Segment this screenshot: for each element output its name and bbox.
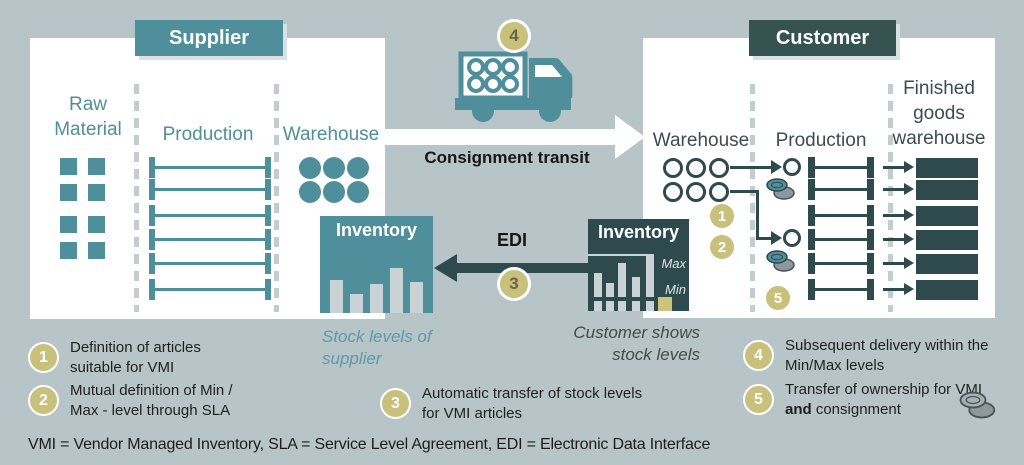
supplier-inventory-title: Inventory [335,220,418,240]
coins-icon [959,391,996,419]
consignment-arrow-head [615,115,645,159]
truck-icon [455,51,573,122]
supplier-divider-1 [134,84,139,312]
supplier-inventory-caption: Stock levels of supplier [322,327,432,369]
customer-inventory-title: Inventory [597,222,680,242]
annotation-1-badge: 1 [28,342,59,373]
supplier-header: Supplier [135,20,283,56]
customer-col-warehouse: Warehouse [652,130,750,151]
annotation-3-badge: 3 [380,388,411,419]
annotation-2: 2 Mutual definition of Min / Max - level… [28,381,280,420]
supplier-title: Supplier [168,26,249,49]
edi-arrow [456,263,589,273]
customer-col-production: Production [775,130,867,151]
consignment-transit-label: Consignment transit [424,148,590,167]
customer-inventory-caption: Customer shows stock levels [573,323,700,365]
step-badge-1: 1 [708,202,736,230]
edi-arrow-head [434,254,457,282]
supplier-col-production: Production [162,124,254,145]
customer-divider-1 [750,84,755,312]
supplier-col-raw-material: Raw Material [54,94,122,141]
annotation-3: 3 Automatic transfer of stock levels for… [380,384,682,423]
supplier-divider-2 [274,84,279,312]
edi-label: EDI [496,230,527,250]
annotation-4: 4 Subsequent delivery within the Min/Max… [743,336,1024,375]
consignment-arrow [385,129,615,145]
annotation-4-badge: 4 [743,340,774,371]
max-label: Max [661,256,686,271]
customer-inventory-box: Inventory Max Min [588,219,689,311]
customer-col-finished-goods: Finished goods warehouse [892,78,986,150]
annotation-5-badge: 5 [743,384,774,415]
step-badge-4: 4 [497,19,531,53]
coins-icon [766,250,795,272]
step-badge-5: 5 [764,284,792,312]
supplier-inventory-box: Inventory [320,216,433,313]
step-badge-2: 2 [708,233,736,261]
customer-title: Customer [775,26,870,49]
min-label: Min [665,282,686,297]
supplier-col-warehouse: Warehouse [282,124,380,145]
legend-footer: VMI = Vendor Managed Inventory, SLA = Se… [28,436,711,453]
step-badge-3: 3 [497,267,531,301]
customer-header: Customer [749,20,896,56]
customer-divider-2 [888,84,893,312]
annotation-2-badge: 2 [28,385,59,416]
annotation-1: 1 Definition of articles suitable for VM… [28,338,250,377]
coins-icon [766,178,795,200]
annotation-5: 5 Transfer of ownership for VMI and cons… [743,380,1024,419]
